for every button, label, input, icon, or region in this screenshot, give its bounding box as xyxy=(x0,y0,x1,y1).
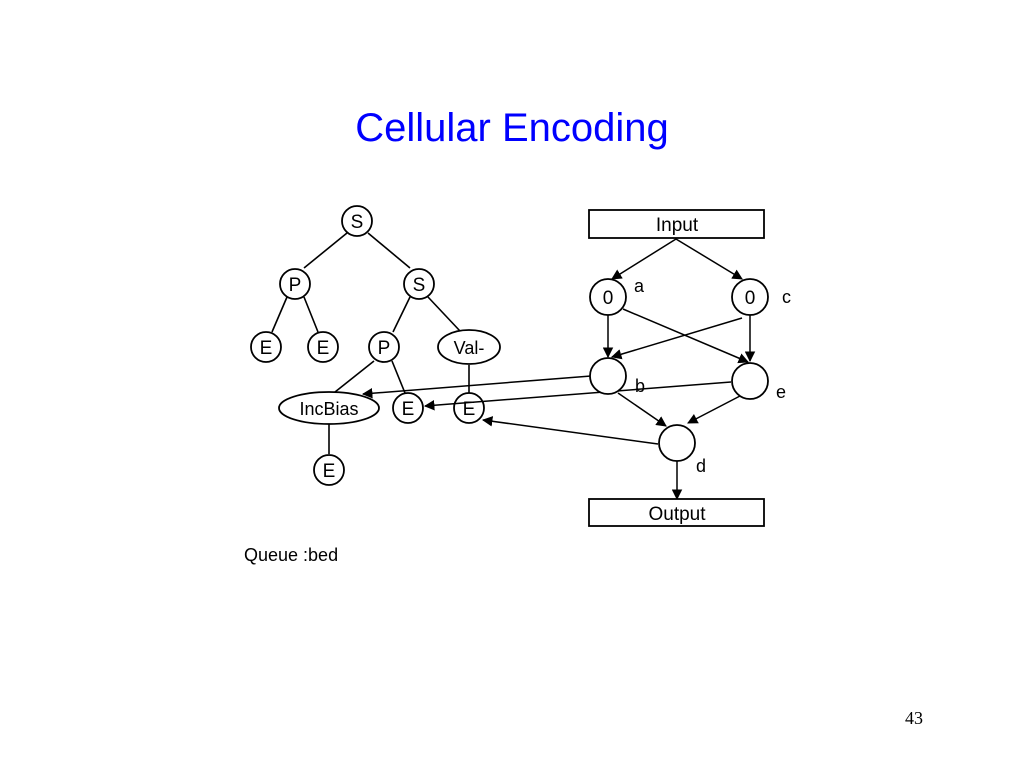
svg-text:E: E xyxy=(402,399,415,420)
tree-node-e4: E xyxy=(453,392,485,424)
tree-node-root: S xyxy=(341,205,373,237)
svg-text:P: P xyxy=(378,338,391,359)
neuron-b-label: b xyxy=(635,376,645,396)
neuron-c-label: c xyxy=(782,287,791,307)
tree-node-e5: E xyxy=(313,454,345,486)
tree-node-incbias: IncBias xyxy=(278,391,380,425)
neuron-a-label: a xyxy=(634,276,645,296)
svg-text:P: P xyxy=(289,275,302,296)
svg-text:S: S xyxy=(351,212,364,233)
tree-node-p2: P xyxy=(368,331,400,363)
neuron-d xyxy=(658,424,696,462)
svg-text:0: 0 xyxy=(603,288,614,309)
page-title: Cellular Encoding xyxy=(355,106,669,150)
tree-node-left-p: P xyxy=(279,268,311,300)
input-box: Input xyxy=(588,209,765,239)
svg-text:E: E xyxy=(260,338,273,359)
tree-node-e3: E xyxy=(392,392,424,424)
tree-node-e2: E xyxy=(307,331,339,363)
tree-node-right-s: S xyxy=(403,268,435,300)
svg-text:Input: Input xyxy=(656,215,699,236)
page-number: 43 xyxy=(905,708,923,728)
queue-label: Queue :bed xyxy=(244,545,338,565)
neuron-b xyxy=(589,357,627,395)
svg-text:E: E xyxy=(463,399,476,420)
network-edges xyxy=(361,238,756,501)
svg-text:Val-: Val- xyxy=(454,338,485,358)
svg-text:E: E xyxy=(323,461,336,482)
neuron-e-label: e xyxy=(776,382,786,402)
svg-text:Output: Output xyxy=(648,504,706,525)
neuron-d-label: d xyxy=(696,456,706,476)
svg-text:0: 0 xyxy=(745,288,756,309)
tree-node-val: Val- xyxy=(437,329,501,365)
output-box: Output xyxy=(588,498,765,527)
neuron-c: 0 xyxy=(731,278,769,316)
neuron-a: 0 xyxy=(589,278,627,316)
svg-text:E: E xyxy=(317,338,330,359)
svg-text:IncBias: IncBias xyxy=(299,399,358,419)
tree-edges xyxy=(271,232,470,454)
svg-text:S: S xyxy=(413,275,426,296)
neuron-e xyxy=(731,362,769,400)
tree-node-e1: E xyxy=(250,331,282,363)
